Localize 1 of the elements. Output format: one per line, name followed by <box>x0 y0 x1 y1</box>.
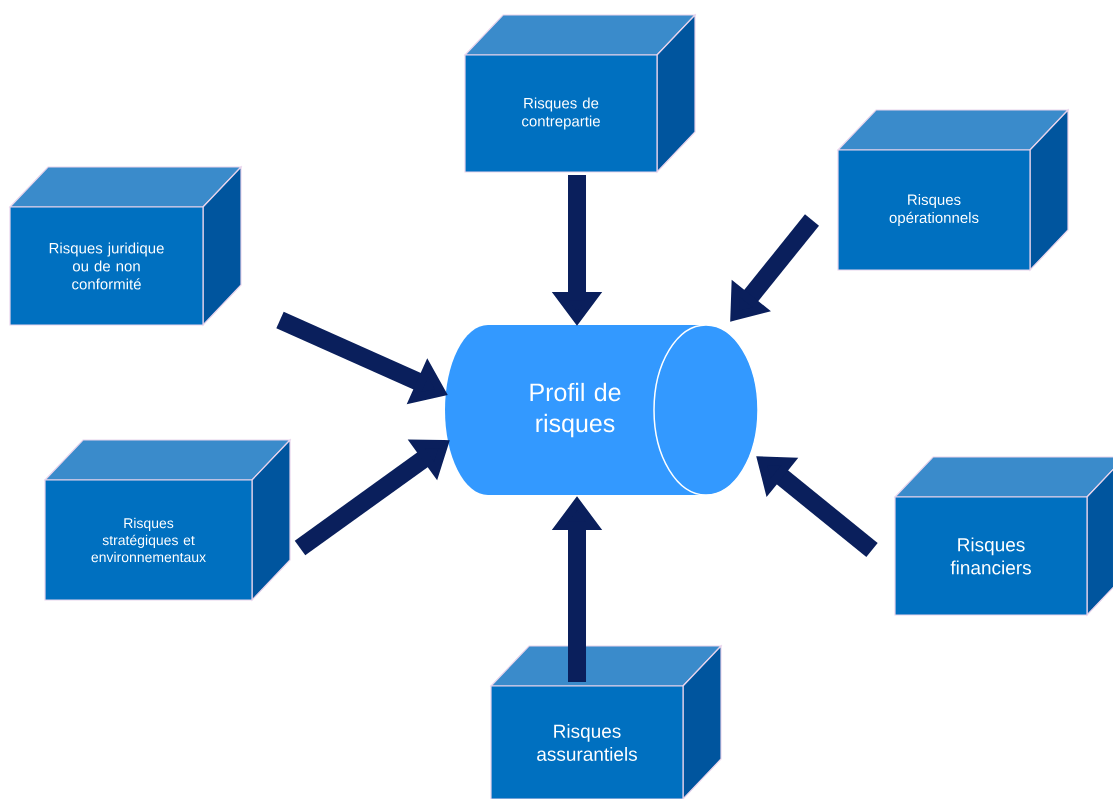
cylinder: Profil de risques <box>445 324 759 496</box>
